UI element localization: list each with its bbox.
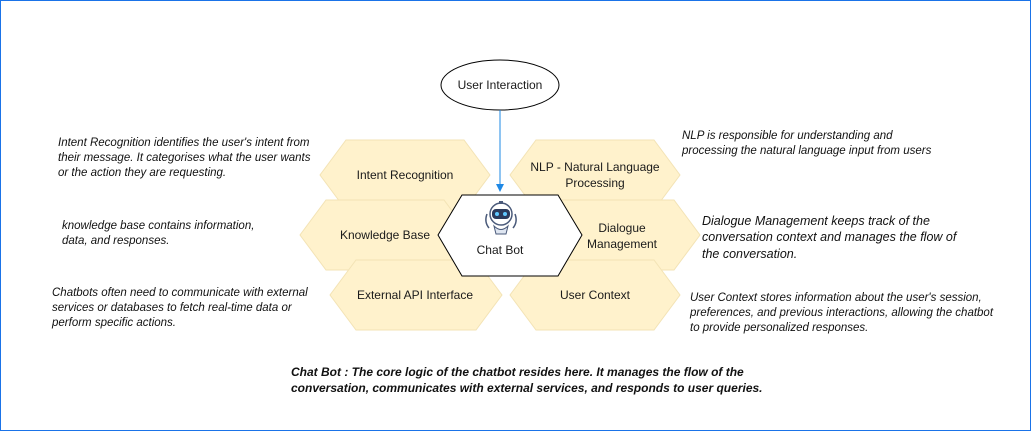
user-context-label: User Context — [559, 287, 631, 302]
intent-note: Intent Recognition identifies the user's… — [58, 137, 311, 179]
knowledge-note: knowledge base contains information, dat… — [62, 220, 255, 247]
robot-icon — [485, 201, 517, 235]
hex-chat-bot[interactable] — [437, 194, 583, 277]
hex-user-context[interactable] — [509, 259, 681, 331]
chatbot-description: Chat Bot : The core logic of the chatbot… — [291, 365, 763, 396]
external-api-label: External API Interface — [356, 287, 474, 302]
knowledge-base-label: Knowledge Base — [339, 227, 431, 242]
chat-bot-label: Chat Bot — [476, 242, 524, 257]
user-context-note: User Context stores information about th… — [690, 292, 994, 334]
intent-recognition-label: Intent Recognition — [356, 167, 454, 182]
nlp-label: NLP - Natural Language Processing — [530, 159, 660, 190]
dialogue-management-label: Dialogue Management — [586, 220, 658, 251]
dialogue-note: Dialogue Management keeps track of the c… — [702, 214, 957, 261]
external-api-note: Chatbots often need to communicate with … — [52, 287, 308, 329]
nlp-note: NLP is responsible for understanding and… — [682, 130, 932, 157]
user-interaction-label: User Interaction — [457, 77, 543, 92]
